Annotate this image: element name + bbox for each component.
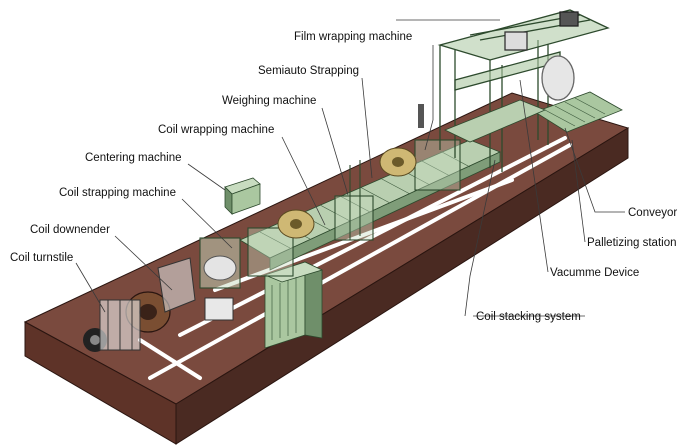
downender-turnstile	[99, 257, 234, 351]
label-centering-machine: Centering machine	[85, 152, 182, 164]
label-weighing-machine: Weighing machine	[222, 95, 316, 107]
track-line	[138, 338, 202, 380]
palletizing-station	[418, 91, 623, 143]
leader-coil-downender	[114, 235, 173, 291]
label-vacumme-device: Vacumme Device	[550, 267, 639, 279]
leader-stacking	[464, 159, 496, 317]
labels: Film wrapping machine Semiauto Strapping…	[10, 31, 677, 323]
track-line	[213, 178, 514, 292]
centering-control-box	[224, 177, 261, 215]
stacking-gantry	[437, 9, 610, 172]
label-coil-strapping-machine: Coil strapping machine	[59, 187, 176, 199]
floor-right-face	[175, 127, 629, 445]
leader-coil-turnstile	[75, 262, 106, 313]
leader-weighing	[321, 107, 349, 196]
control-cabinet	[263, 261, 324, 349]
leader-semiauto	[361, 77, 373, 179]
label-palletizing-station: Palletizing station	[587, 237, 677, 249]
leader-coil-strapping	[181, 198, 233, 249]
leader-conveyor	[564, 127, 625, 213]
leader-lines	[75, 19, 625, 317]
label-coil-stacking-system: Coil stacking system	[476, 311, 581, 323]
leader-film-wrapping	[424, 45, 434, 151]
label-semiauto-strapping: Semiauto Strapping	[258, 65, 359, 77]
leader-coil-wrapping	[281, 136, 326, 226]
label-coil-turnstile: Coil turnstile	[10, 252, 73, 264]
label-conveyor: Conveyor	[628, 207, 677, 219]
label-coil-downender: Coil downender	[30, 224, 110, 236]
floor-slab	[23, 92, 630, 445]
leader-palletizing	[571, 139, 586, 243]
label-coil-wrapping-machine: Coil wrapping machine	[158, 124, 274, 136]
label-film-wrapping-machine: Film wrapping machine	[294, 31, 412, 43]
leader-centering	[187, 163, 226, 191]
leader-vacumme	[519, 79, 549, 273]
